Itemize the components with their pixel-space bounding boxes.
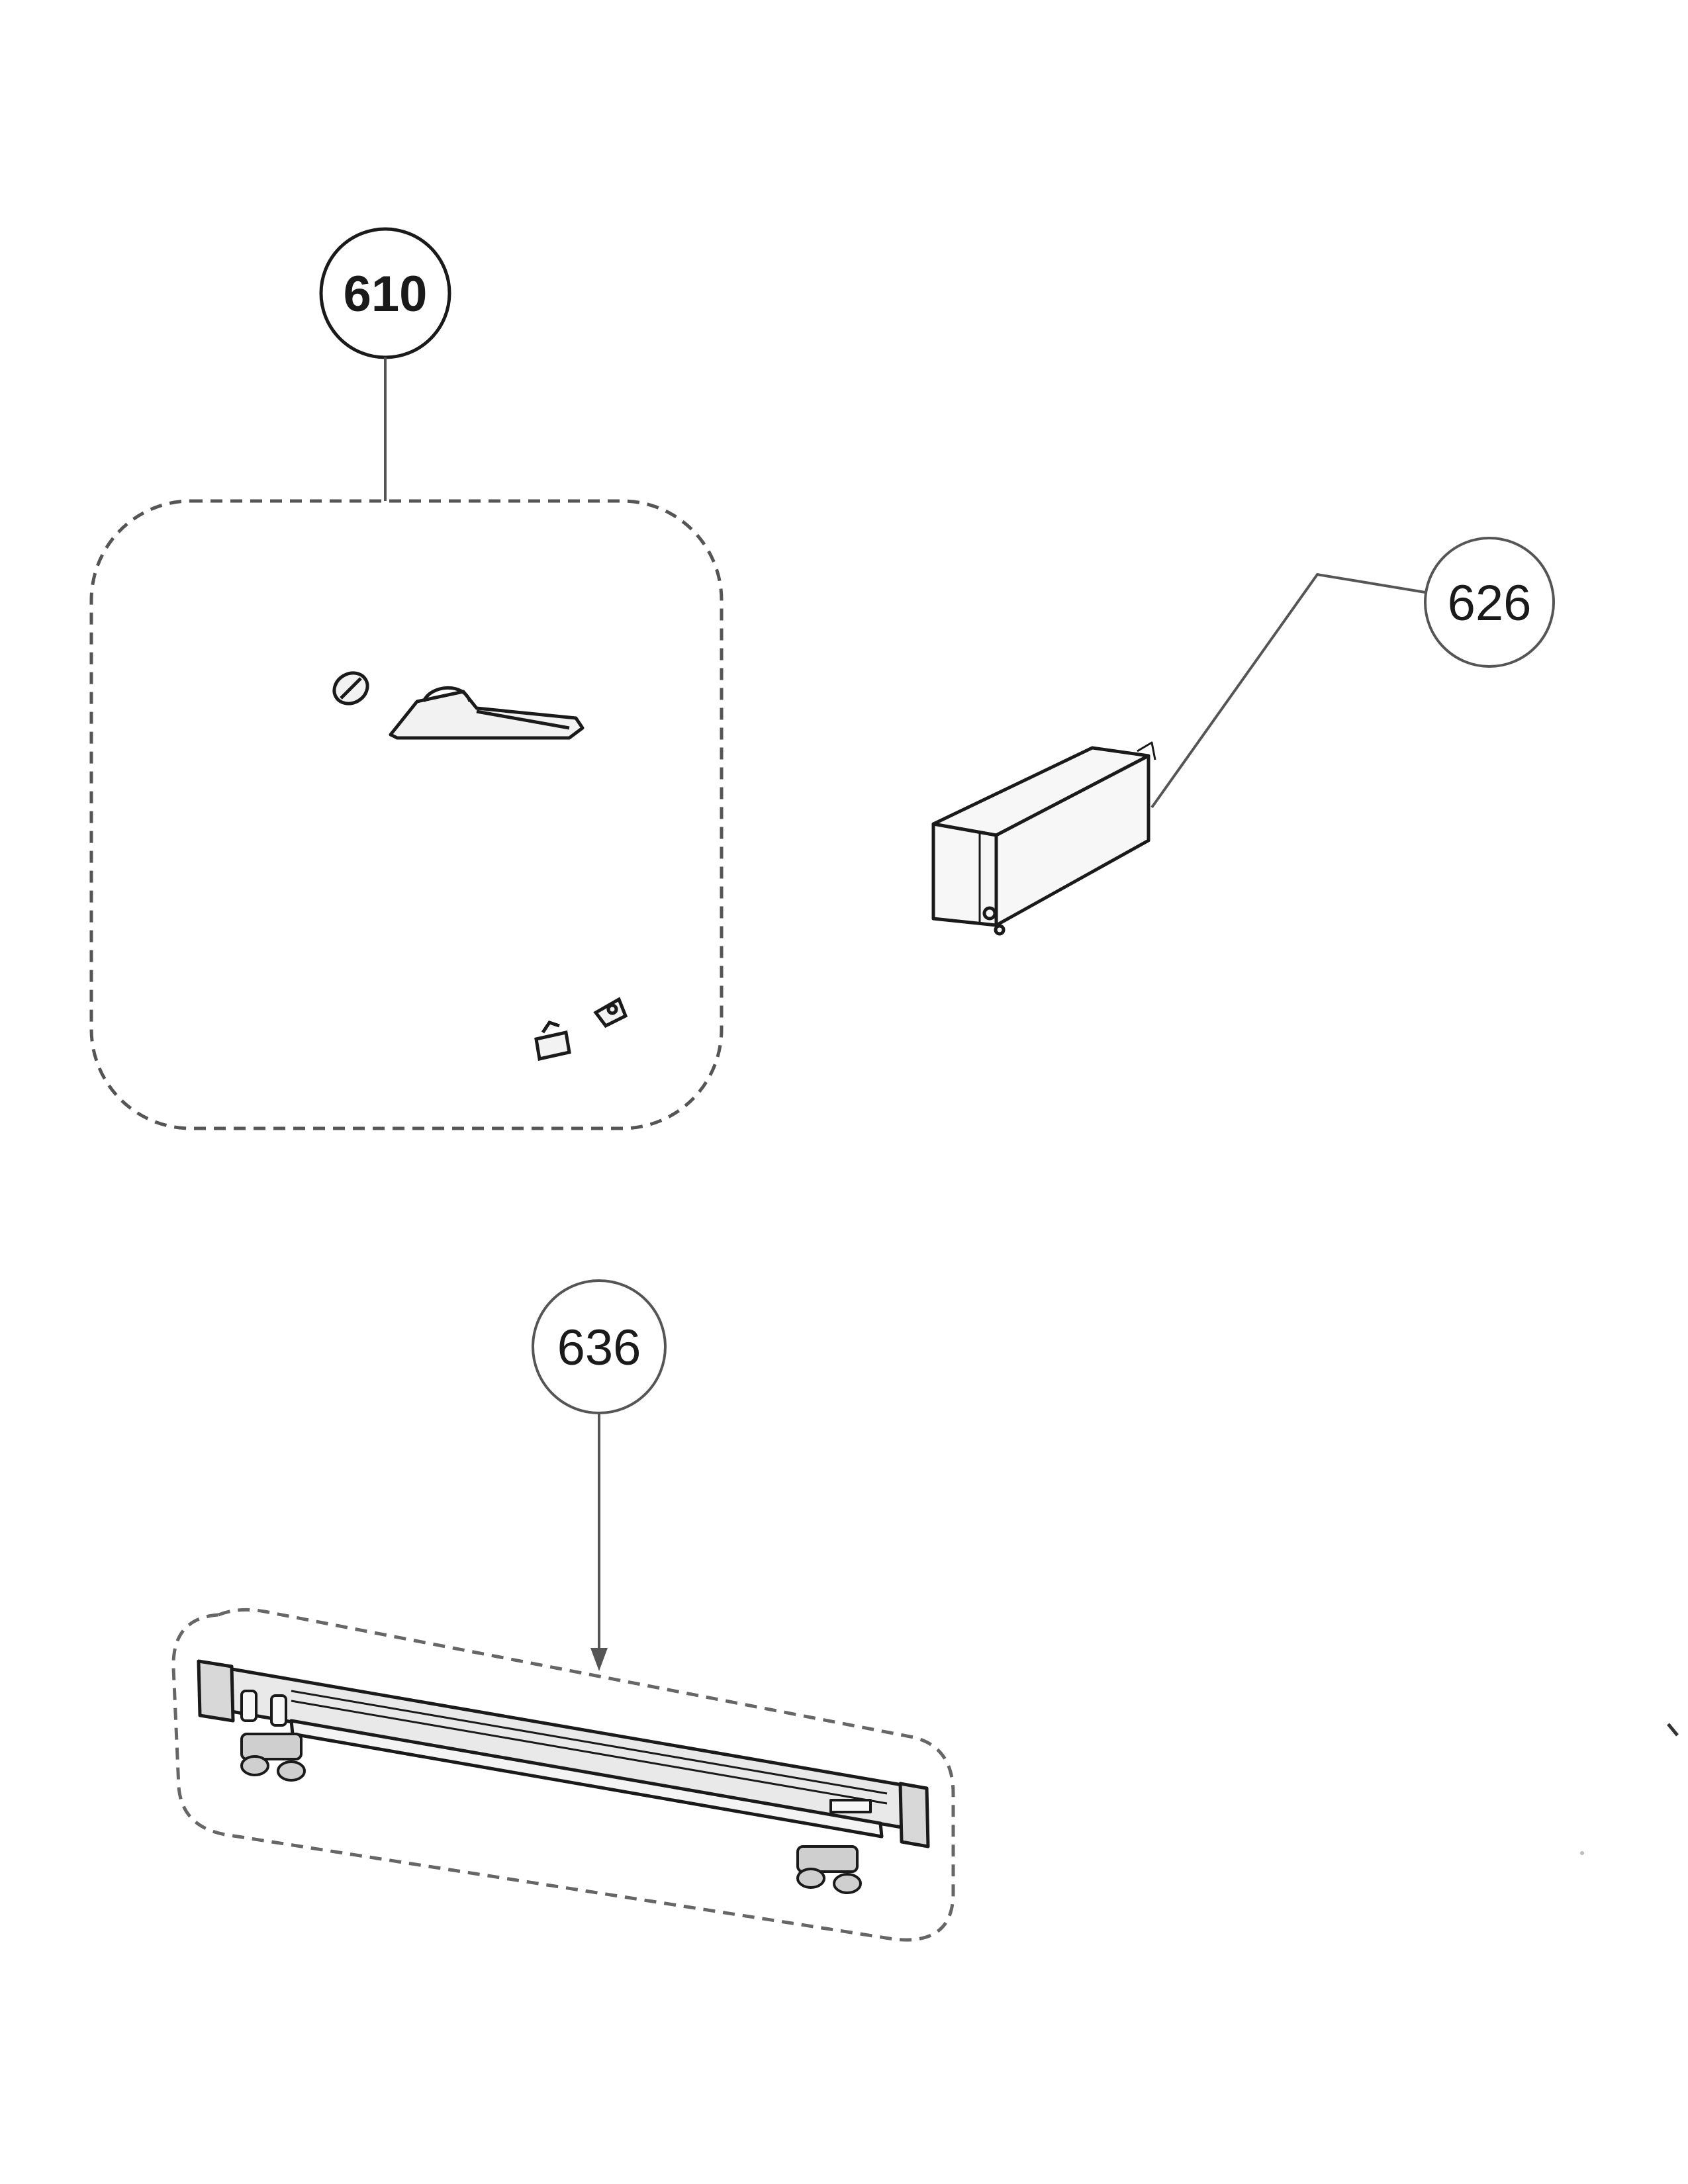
parts-group-610-outline <box>89 499 724 1130</box>
scan-mark <box>1667 1723 1679 1737</box>
scan-mark <box>1580 1851 1584 1855</box>
slide-rail-part <box>197 1659 930 1894</box>
callout-636-label: 636 <box>557 1320 641 1376</box>
parts-group-636-outline <box>171 1608 955 1942</box>
callout-610-label: 610 <box>344 266 428 322</box>
hinge-bracket-part <box>389 686 585 740</box>
callout-626-label: 626 <box>1448 575 1532 631</box>
pin-part <box>593 997 628 1028</box>
leader-arrow-636 <box>590 1648 608 1671</box>
callout-626[interactable]: 626 <box>1424 537 1555 668</box>
callout-636[interactable]: 636 <box>532 1279 667 1414</box>
clip-part <box>534 1021 571 1062</box>
screw-part <box>332 671 369 705</box>
callout-610[interactable]: 610 <box>319 227 451 359</box>
leader-line-626 <box>1150 572 1426 809</box>
cover-box-part <box>931 741 1156 936</box>
